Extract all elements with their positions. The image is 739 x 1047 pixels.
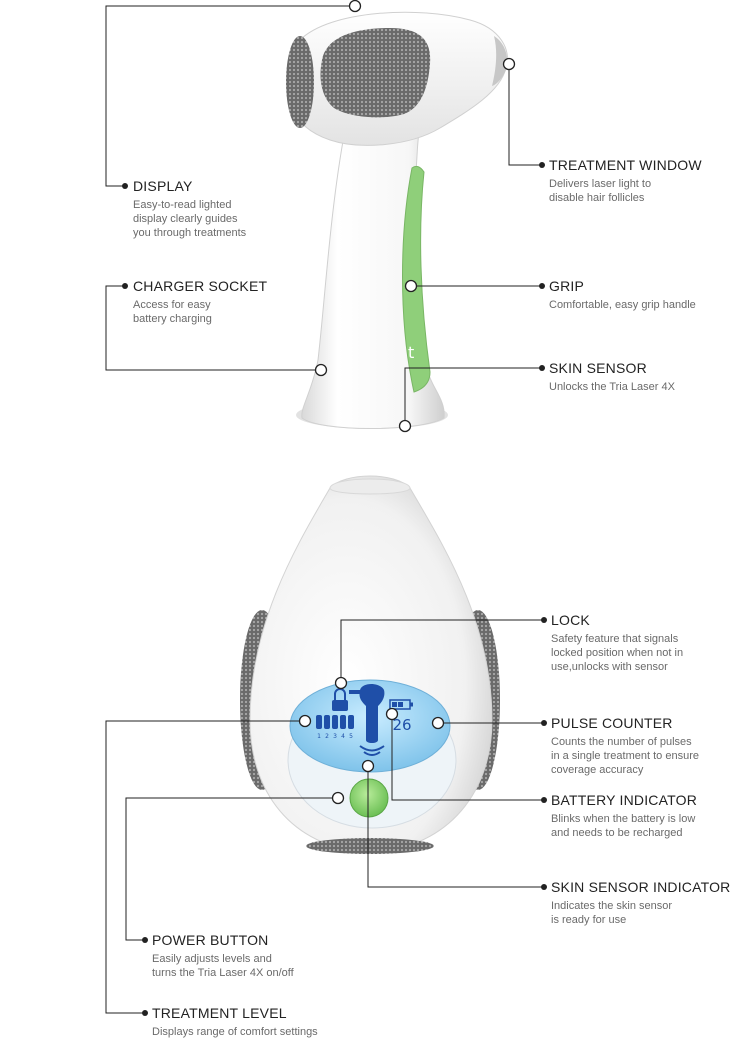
front-top-cap (329, 478, 411, 495)
callout-lock: LOCK Safety feature that signals locked … (551, 611, 683, 674)
callout-title: LOCK (551, 612, 590, 628)
level-number: 3 (333, 733, 337, 740)
callout-title: SKIN SENSOR (549, 360, 647, 376)
callout-title: TREATMENT LEVEL (152, 1005, 287, 1021)
pulse-counter-value: 26 (392, 716, 411, 734)
callout-title: TREATMENT WINDOW (549, 157, 702, 173)
leader-treatment-window (508, 64, 541, 166)
callout-desc: Safety feature that signals locked posit… (551, 633, 684, 673)
level-bar (348, 715, 354, 729)
label-dots (122, 162, 547, 1016)
callout-desc: Unlocks the Tria Laser 4X (549, 381, 675, 393)
leader-battery-indicator (391, 714, 543, 801)
leader-treatment-level (105, 720, 305, 1014)
callout-title: CHARGER SOCKET (133, 278, 268, 294)
leader-skin-sensor (404, 367, 541, 426)
sensor-waves-icon (359, 745, 385, 756)
callout-charger-socket: CHARGER SOCKET Access for easy battery c… (133, 277, 267, 326)
treatment-window-tip (492, 36, 508, 86)
level-bar (340, 715, 346, 729)
callout-title: PULSE COUNTER (551, 715, 673, 731)
callout-desc: Displays range of comfort settings (152, 1026, 318, 1038)
callout-desc: Easy-to-read lighted display clearly gui… (133, 199, 247, 239)
display-window (320, 28, 431, 118)
callout-title: DISPLAY (133, 178, 193, 194)
callout-desc: Access for easy battery charging (133, 299, 212, 325)
treatment-level-bars (316, 715, 354, 729)
callout-skin-sensor: SKIN SENSOR Unlocks the Tria Laser 4X (549, 359, 675, 394)
callout-title: BATTERY INDICATOR (551, 792, 698, 808)
callout-desc: Comfortable, easy grip handle (549, 299, 696, 311)
level-number: 1 (317, 733, 321, 740)
leader-charger-socket (105, 285, 321, 371)
front-bottom-mesh (306, 838, 434, 854)
grip-stripe (402, 165, 431, 393)
callout-desc: Easily adjusts levels and turns the Tria… (152, 953, 294, 979)
callout-grip: GRIP Comfortable, easy grip handle (549, 277, 696, 312)
callout-title: GRIP (549, 278, 585, 294)
callout-desc: Delivers laser light to disable hair fol… (549, 178, 652, 204)
callout-pulse-counter: PULSE COUNTER Counts the number of pulse… (551, 714, 699, 777)
callout-skin-sensor-indicator: SKIN SENSOR INDICATOR Indicates the skin… (551, 878, 731, 927)
battery-icon (389, 699, 413, 710)
level-bar (324, 715, 330, 729)
leader-power-button (125, 797, 338, 941)
leader-lock (340, 619, 543, 683)
callout-endpoints (298, 0, 516, 805)
leader-lines (105, 5, 543, 1014)
level-bar (316, 715, 322, 729)
callout-power-button: POWER BUTTON Easily adjusts levels and t… (152, 931, 294, 980)
leader-display (105, 5, 355, 187)
leader-skin-sensor-indicator (367, 766, 543, 888)
callout-desc: Blinks when the battery is low and needs… (551, 813, 696, 839)
callout-battery-indicator: BATTERY INDICATOR Blinks when the batter… (551, 791, 697, 840)
callout-title: POWER BUTTON (152, 932, 269, 948)
level-number: 2 (325, 733, 329, 740)
level-bar (332, 715, 338, 729)
callout-desc: Counts the number of pulses in a single … (551, 736, 699, 776)
callout-title: SKIN SENSOR INDICATOR (551, 879, 731, 895)
head-vent-left (286, 36, 314, 128)
device-side-view: t (286, 11, 508, 429)
level-number: 4 (341, 733, 345, 740)
callout-desc: Indicates the skin sensor is ready for u… (551, 900, 673, 926)
device-silhouette-icon (349, 684, 385, 743)
callout-treatment-level: TREATMENT LEVEL Displays range of comfor… (152, 1004, 318, 1039)
brand-mark: t (408, 343, 414, 362)
callout-treatment-window: TREATMENT WINDOW Delivers laser light to… (549, 156, 702, 205)
level-number: 5 (349, 733, 353, 740)
lock-icon (332, 688, 348, 711)
power-button-control[interactable] (349, 778, 389, 818)
callout-display: DISPLAY Easy-to-read lighted display cle… (133, 177, 246, 240)
